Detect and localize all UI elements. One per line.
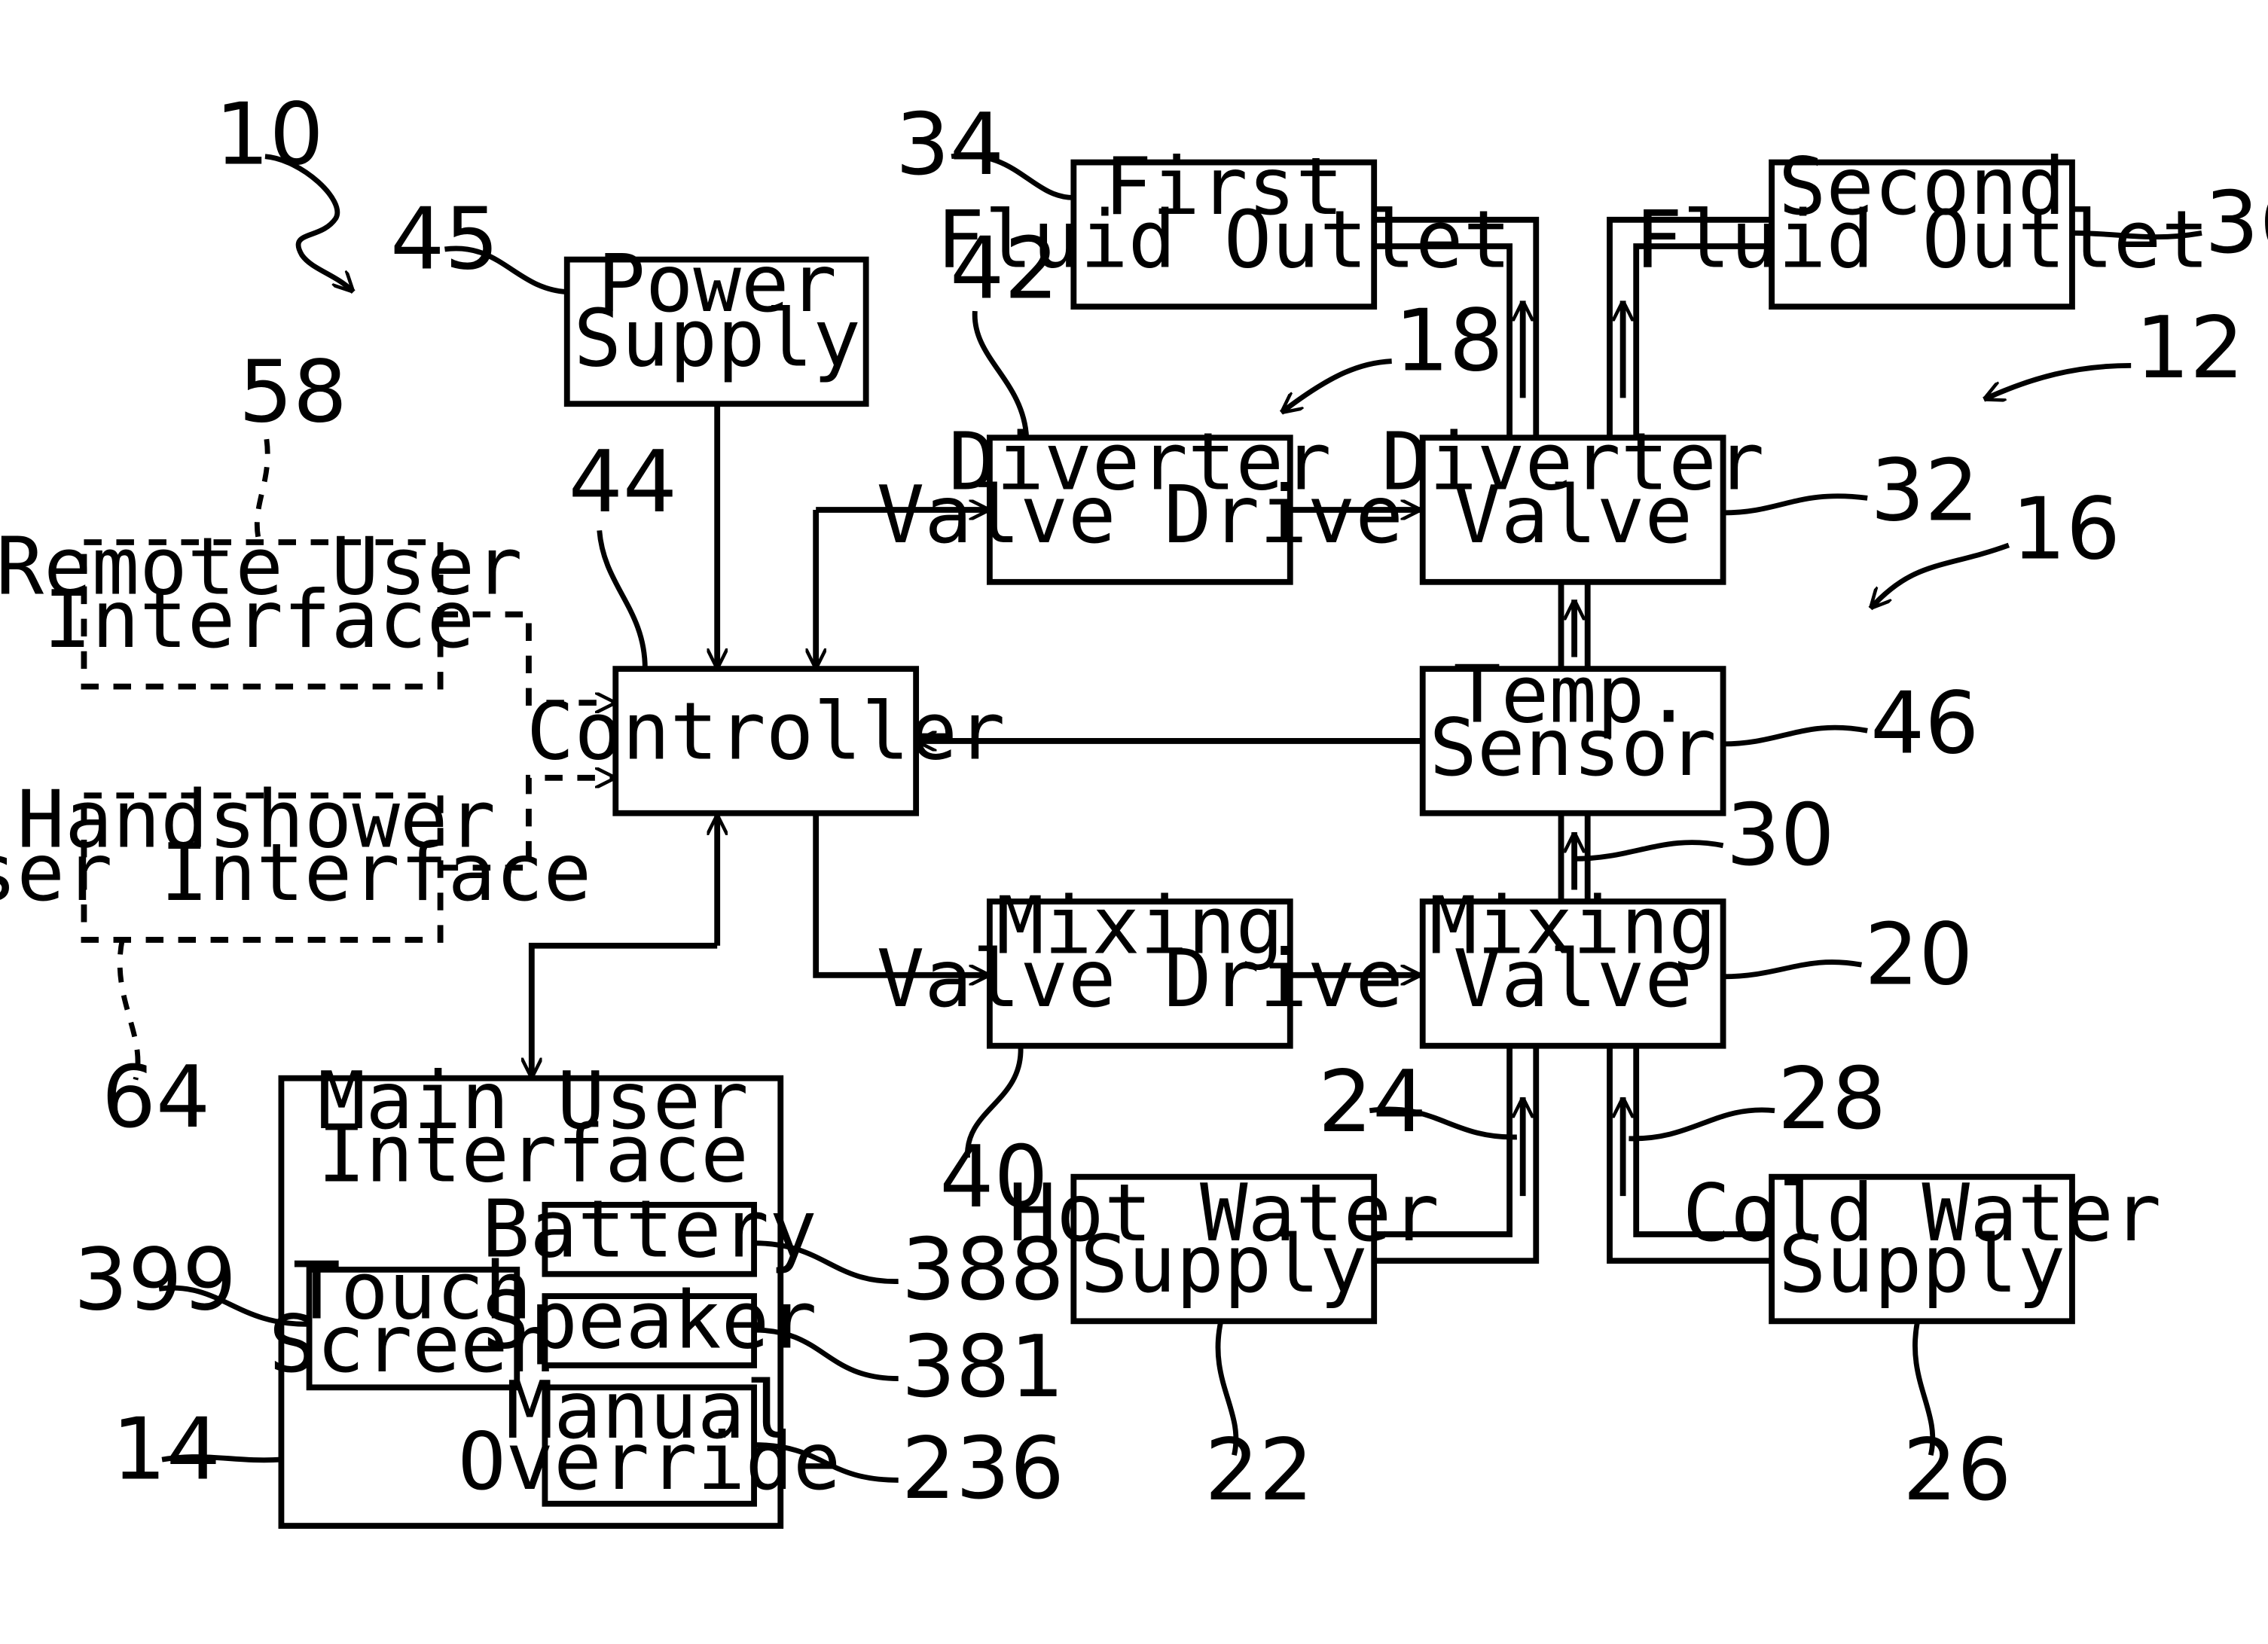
cold-water-supply-box: Cold Water Supply (1683, 1167, 2162, 1322)
speaker-label: Speaker (482, 1274, 817, 1367)
mixing-valve-label-2: Valve (1453, 932, 1693, 1025)
temp-sensor-label-2: Sensor (1429, 701, 1716, 794)
ref-32: 32 (1870, 441, 1979, 541)
speaker-box: Speaker (482, 1274, 817, 1367)
battery-box: Battery (482, 1182, 817, 1275)
ref-30-leader (1574, 843, 1723, 859)
hot-water-supply-box: Hot Water Supply (1009, 1167, 1439, 1322)
second-fluid-outlet-label-2: Fluid Outlet (1635, 193, 2209, 285)
ref-236: 236 (902, 1419, 1064, 1518)
manual-override-label-2: Override (458, 1415, 841, 1508)
ref-45: 45 (390, 189, 499, 288)
diverter-valve-drive-box: Diverter Valve Drive (877, 416, 1403, 582)
ref-14-leader (162, 1457, 281, 1460)
ref-46: 46 (1870, 674, 1979, 773)
diverter-valve-drive-label-2: Valve Drive (877, 468, 1403, 561)
ref-388: 388 (902, 1220, 1064, 1319)
ref-40: 40 (939, 1127, 1048, 1227)
ref-30: 30 (1726, 785, 1834, 885)
battery-label: Battery (482, 1182, 817, 1275)
ref-18-leader (1281, 361, 1392, 413)
ref-36: 36 (2205, 173, 2268, 273)
ref-16: 16 (2012, 480, 2120, 579)
second-fluid-outlet-box: Second Fluid Outlet (1635, 140, 2209, 307)
ref-24: 24 (1318, 1052, 1427, 1151)
handshower-user-interface-label-2: User Interface (0, 826, 591, 919)
diverter-valve-label-2: Valve (1453, 468, 1693, 561)
ref-12-leader (1984, 365, 2132, 399)
diverter-valve-box: Diverter Valve (1381, 416, 1765, 582)
ref-46-leader (1723, 727, 1868, 744)
ref-44-leader (600, 530, 646, 669)
ref-399: 399 (74, 1231, 237, 1330)
ref-18: 18 (1395, 291, 1503, 390)
remote-user-interface-label-2: Interface (44, 573, 475, 666)
ref-20-leader (1723, 962, 1862, 977)
mixing-valve-box: Mixing Valve (1423, 880, 1723, 1046)
ref-58: 58 (239, 343, 347, 442)
remote-user-interface-box: Remote User Interface (0, 520, 523, 686)
ref-12: 12 (2135, 298, 2244, 398)
power-supply-label-2: Supply (573, 291, 860, 384)
ref-26: 26 (1903, 1420, 2011, 1520)
controller-label: Controller (527, 685, 1006, 777)
ref-28-leader (1629, 1110, 1775, 1139)
ref-16-leader (1870, 545, 2009, 608)
temp-sensor-box: Temp. Sensor (1423, 648, 1723, 813)
ref-64: 64 (102, 1048, 210, 1147)
ref-34: 34 (896, 95, 1004, 194)
ref-44: 44 (569, 432, 677, 532)
ref-20: 20 (1864, 905, 1973, 1005)
handshower-user-interface-box: Handshower User Interface (0, 773, 591, 940)
mixing-valve-drive-label-2: Valve Drive (877, 932, 1403, 1025)
ref-10: 10 (215, 85, 323, 185)
power-supply-box: Power Supply (567, 237, 866, 404)
cold-water-supply-label-2: Supply (1778, 1218, 2065, 1310)
manual-override-box: Manual Override (458, 1364, 841, 1508)
ref-14: 14 (112, 1400, 221, 1499)
hot-water-supply-label-2: Supply (1080, 1218, 1367, 1310)
ref-22: 22 (1204, 1420, 1313, 1520)
controller-box: Controller (527, 669, 1006, 813)
mixing-valve-drive-box: Mixing Valve Drive (877, 880, 1403, 1046)
ref-28: 28 (1778, 1049, 1886, 1148)
ref-42: 42 (950, 218, 1058, 318)
ref-381: 381 (902, 1317, 1064, 1417)
